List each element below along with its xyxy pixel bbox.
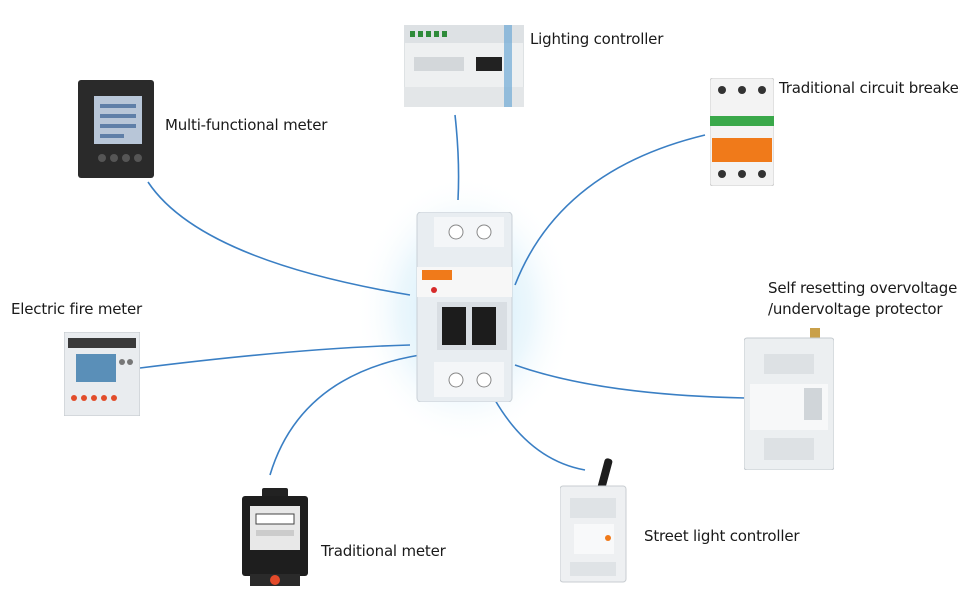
label-overvoltage-protector-line2: /undervoltage protector <box>768 300 943 318</box>
overvoltage-protector-device <box>744 328 834 470</box>
lighting-controller-device <box>404 25 524 107</box>
line-overvoltage-protector <box>514 364 746 399</box>
label-traditional-circuit-breaker: Traditional circuit breaker <box>779 79 960 97</box>
multi-functional-meter-device <box>78 80 154 178</box>
line-electric-fire-meter <box>139 344 411 369</box>
line-street-light-controller <box>494 399 586 471</box>
label-street-light-controller: Street light controller <box>644 527 800 545</box>
line-lighting-controller <box>454 114 460 201</box>
street-light-controller-device <box>560 458 627 583</box>
label-electric-fire-meter: Electric fire meter <box>11 300 142 318</box>
traditional-meter-device <box>242 488 308 586</box>
line-traditional-circuit-breaker <box>514 134 706 286</box>
label-multi-functional-meter: Multi-functional meter <box>165 116 328 134</box>
label-lighting-controller: Lighting controller <box>530 30 664 48</box>
label-traditional-meter: Traditional meter <box>321 542 446 560</box>
line-traditional-meter <box>269 354 421 476</box>
line-multi-functional-meter <box>147 181 411 296</box>
electric-fire-meter-device <box>64 332 140 416</box>
traditional-circuit-breaker-device <box>710 78 774 186</box>
label-overvoltage-protector-line1: Self resetting overvoltage <box>768 279 958 297</box>
smart-circuit-breaker-device <box>416 212 513 402</box>
